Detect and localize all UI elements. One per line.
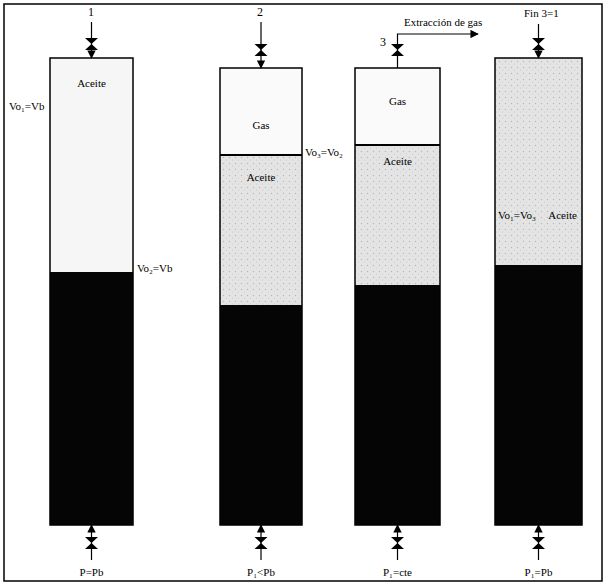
volume-label: Vo₃=Vo₂ (305, 146, 343, 159)
region-label: Aceite (77, 77, 106, 90)
pressure-label: P₁=Pb (525, 566, 553, 579)
oil-region: Aceite (496, 59, 581, 264)
region-label: Gas (389, 95, 406, 108)
region-label: Aceite (247, 171, 276, 184)
step-number: 3 (380, 36, 386, 49)
pressure-label: P=Pb (80, 566, 104, 579)
volume-label: Vo₁=Vb (9, 100, 45, 113)
volume-label: Vo₂=Vb (137, 262, 173, 275)
volume-label: Vo₁=Vo₃ (498, 209, 536, 222)
oil-region: Aceite (51, 59, 132, 271)
region-label: Aceite (383, 155, 412, 168)
step-number: Fin 3=1 (524, 7, 559, 20)
oil-region: Aceite (221, 157, 301, 304)
pressure-label: P₁=cte (383, 566, 412, 579)
region-label: Aceite (548, 209, 577, 222)
step-number: 1 (88, 6, 94, 19)
gas-region: Gas (356, 69, 439, 144)
step-number: 2 (257, 6, 263, 19)
extraction-note: Extracción de gas (404, 16, 482, 29)
region-label: Gas (252, 119, 269, 132)
pressure-label: P₁<Pb (247, 566, 275, 579)
gas-region: Gas (221, 69, 301, 154)
oil-region: Aceite (356, 147, 439, 284)
